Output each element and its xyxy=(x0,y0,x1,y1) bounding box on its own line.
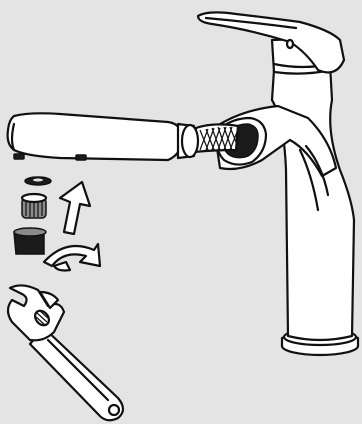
aerator-housing xyxy=(14,228,46,254)
pull-out-spray-head xyxy=(8,113,198,160)
braided-hose xyxy=(194,124,238,152)
faucet-body xyxy=(198,12,358,355)
rubber-washer xyxy=(25,177,51,185)
aerator-insert xyxy=(22,194,46,218)
adjustable-wrench xyxy=(8,285,123,420)
insert-up-arrow xyxy=(60,182,90,234)
rotate-arrow xyxy=(44,244,100,271)
